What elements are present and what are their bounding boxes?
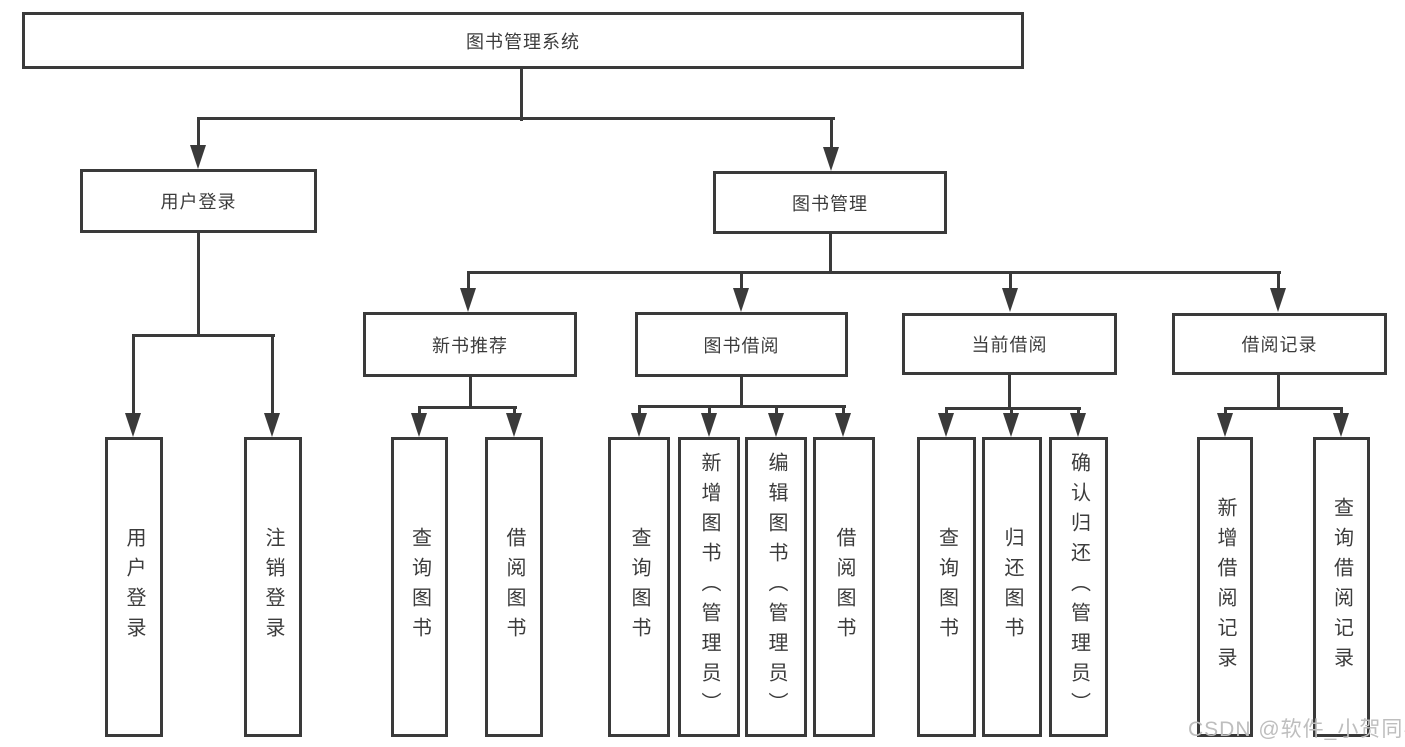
arrow-down-icon [125, 413, 141, 437]
connector-line [131, 335, 135, 415]
watermark: CSDN @软件_小贺同学 [1188, 718, 1405, 741]
node-user-login: 用户登录 [80, 169, 317, 233]
connector-line [944, 406, 1081, 410]
arrow-down-icon [823, 147, 839, 171]
arrow-down-icon [1270, 288, 1286, 312]
leaf-borrow-borrow-books: 借阅图书 [813, 437, 875, 737]
leaf-borrow-query-books: 查询图书 [608, 437, 670, 737]
connector-line [739, 377, 743, 407]
connector-line [131, 333, 275, 337]
node-new-book-recommend: 新书推荐 [363, 312, 577, 377]
arrow-down-icon [938, 413, 954, 437]
arrow-down-icon [631, 413, 647, 437]
connector-line [1076, 408, 1080, 415]
connector-line [512, 407, 516, 415]
connector-line [739, 272, 743, 290]
leaf-borrow-add-books-admin: 新增图书（管理员） [678, 437, 740, 737]
connector-line [1339, 408, 1343, 415]
arrow-down-icon [411, 413, 427, 437]
connector-line [1009, 408, 1013, 415]
node-current-borrow: 当前借阅 [902, 313, 1117, 375]
arrow-down-icon [835, 413, 851, 437]
connector-line [466, 270, 1281, 274]
connector-line [196, 116, 835, 120]
connector-line [1008, 272, 1012, 290]
connector-line [417, 405, 517, 409]
arrow-down-icon [190, 145, 206, 169]
leaf-newbooks-query-books: 查询图书 [391, 437, 448, 737]
leaf-current-confirm-return-admin: 确认归还（管理员） [1049, 437, 1108, 737]
connector-line [829, 118, 833, 149]
node-borrow-records: 借阅记录 [1172, 313, 1387, 375]
node-book-management-system: 图书管理系统 [22, 12, 1024, 69]
connector-line [1276, 272, 1280, 290]
node-book-management: 图书管理 [713, 171, 947, 234]
leaf-records-add-record: 新增借阅记录 [1197, 437, 1253, 737]
leaf-newbooks-borrow-books: 借阅图书 [485, 437, 543, 737]
connector-line [1223, 406, 1343, 410]
leaf-user-login: 用户登录 [105, 437, 163, 737]
arrow-down-icon [733, 288, 749, 312]
connector-line [1223, 408, 1227, 415]
connector-line [417, 407, 421, 415]
connector-line [270, 335, 274, 415]
connector-line [828, 234, 832, 274]
connector-line [944, 408, 948, 415]
connector-line [1276, 375, 1280, 409]
arrow-down-icon [1002, 288, 1018, 312]
arrow-down-icon [1217, 413, 1233, 437]
connector-line [637, 404, 846, 408]
connector-line [196, 118, 200, 147]
arrow-down-icon [1070, 413, 1086, 437]
connector-line [466, 272, 470, 290]
leaf-borrow-edit-books-admin: 编辑图书（管理员） [745, 437, 807, 737]
leaf-current-return-books: 归还图书 [982, 437, 1042, 737]
connector-line [1007, 375, 1011, 409]
arrow-down-icon [768, 413, 784, 437]
leaf-records-query-record: 查询借阅记录 [1313, 437, 1370, 737]
connector-line [519, 69, 523, 121]
arrow-down-icon [264, 413, 280, 437]
arrow-down-icon [1003, 413, 1019, 437]
connector-line [841, 406, 845, 415]
connector-line [196, 233, 200, 337]
connector-line [774, 406, 778, 415]
arrow-down-icon [1333, 413, 1349, 437]
arrow-down-icon [701, 413, 717, 437]
connector-line [637, 406, 641, 415]
connector-line [468, 377, 472, 408]
arrow-down-icon [506, 413, 522, 437]
arrow-down-icon [460, 288, 476, 312]
connector-line [707, 406, 711, 415]
leaf-current-query-books: 查询图书 [917, 437, 976, 737]
node-book-borrow: 图书借阅 [635, 312, 848, 377]
leaf-logout: 注销登录 [244, 437, 302, 737]
